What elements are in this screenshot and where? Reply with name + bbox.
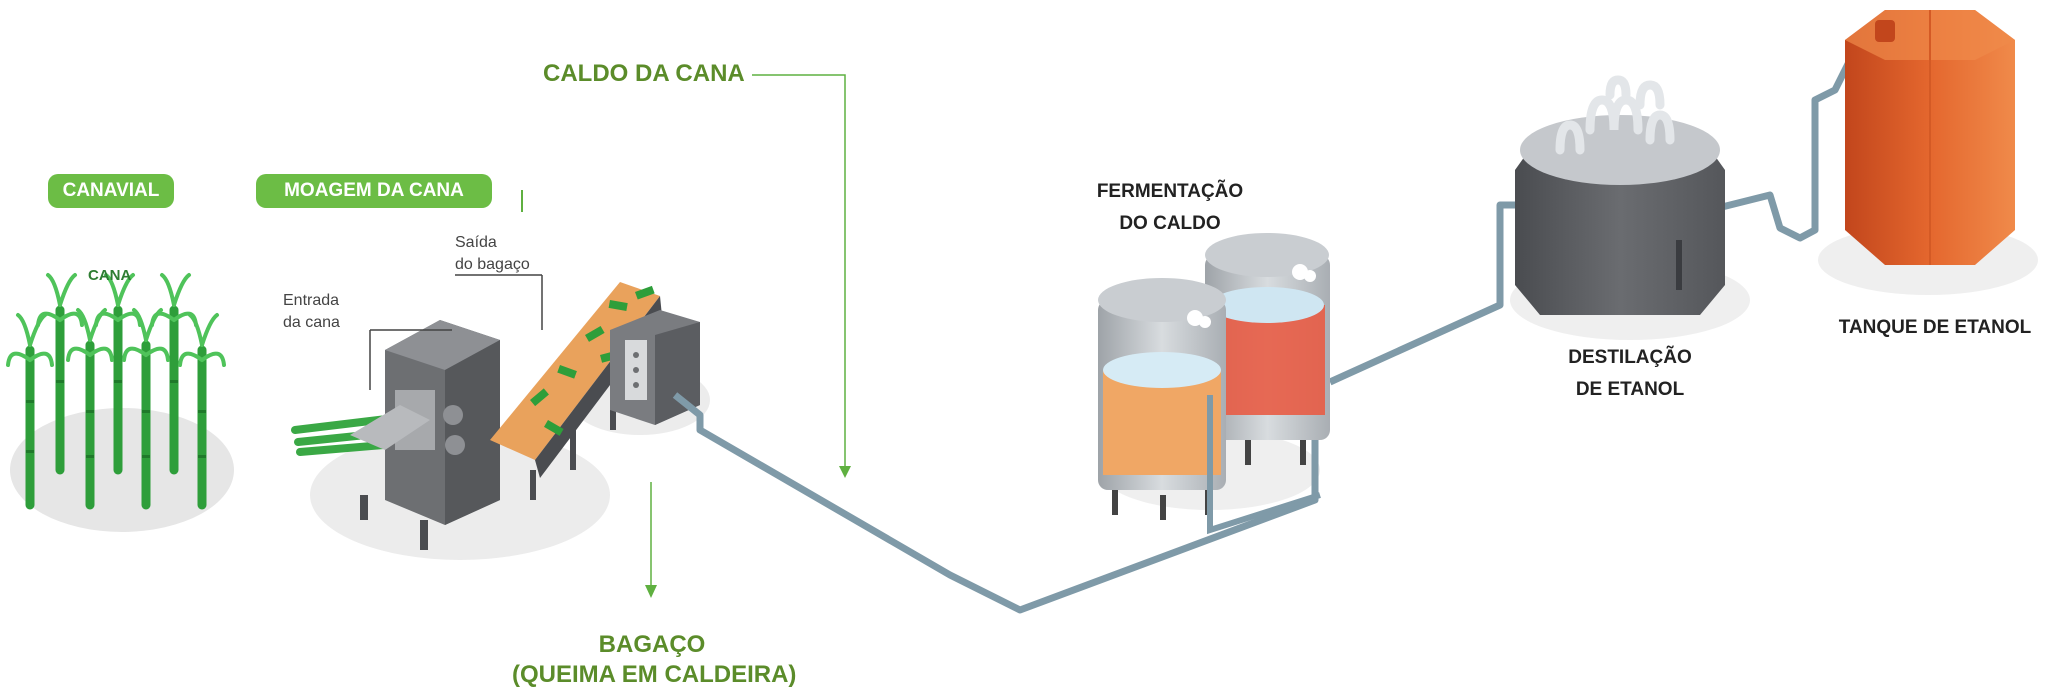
destilacao-line2: DE ETANOL [1575,379,1685,400]
destilacao-line1: DESTILAÇÃO [1568,347,1692,368]
bagaco-line1: BAGAÇO [598,631,706,658]
fermentacao-label: FERMENTAÇÃO DO CALDO [1090,176,1250,240]
saida-label: Saída do bagaço [455,232,530,276]
distillation-column-icon [1515,75,1725,315]
fermentation-tanks-icon [1098,233,1330,535]
caldo-arrowhead [839,466,851,478]
bagaco-label: BAGAÇO (QUEIMA EM CALDEIRA) [512,630,797,690]
bagaco-arrowhead [645,585,657,598]
caldo-connector [752,74,846,470]
pipe-mill-to-fermentation [672,392,1319,614]
destilacao-label: DESTILAÇÃO DE ETANOL [1550,342,1710,406]
pipe-still-to-tank [1709,48,1859,242]
canavial-badge: CANAVIAL [48,174,174,208]
entrada-label: Entrada da cana [283,290,340,334]
saida-line2: do bagaço [455,256,530,273]
entrada-line2: da cana [283,314,340,331]
caldo-label: CALDO DA CANA [543,60,745,87]
crushing-mill-icon [291,282,700,550]
ethanol-tank-icon [1845,10,2015,265]
moagem-label: MOAGEM DA CANA [284,180,464,201]
fermentacao-line1: FERMENTAÇÃO [1096,181,1244,202]
saida-line1: Saída [455,234,497,251]
sugarcane-field-icon [6,273,226,510]
cana-label: CANA [88,267,132,284]
pipe-fermentation-to-still [1328,201,1520,386]
canavial-label: CANAVIAL [62,180,160,201]
moagem-badge: MOAGEM DA CANA [256,174,492,208]
fermentacao-line2: DO CALDO [1119,213,1221,234]
entrada-line1: Entrada [283,292,340,309]
bagaco-line2: (QUEIMA EM CALDEIRA) [512,661,797,688]
tanque-label: TANQUE DE ETANOL [1838,317,2032,338]
